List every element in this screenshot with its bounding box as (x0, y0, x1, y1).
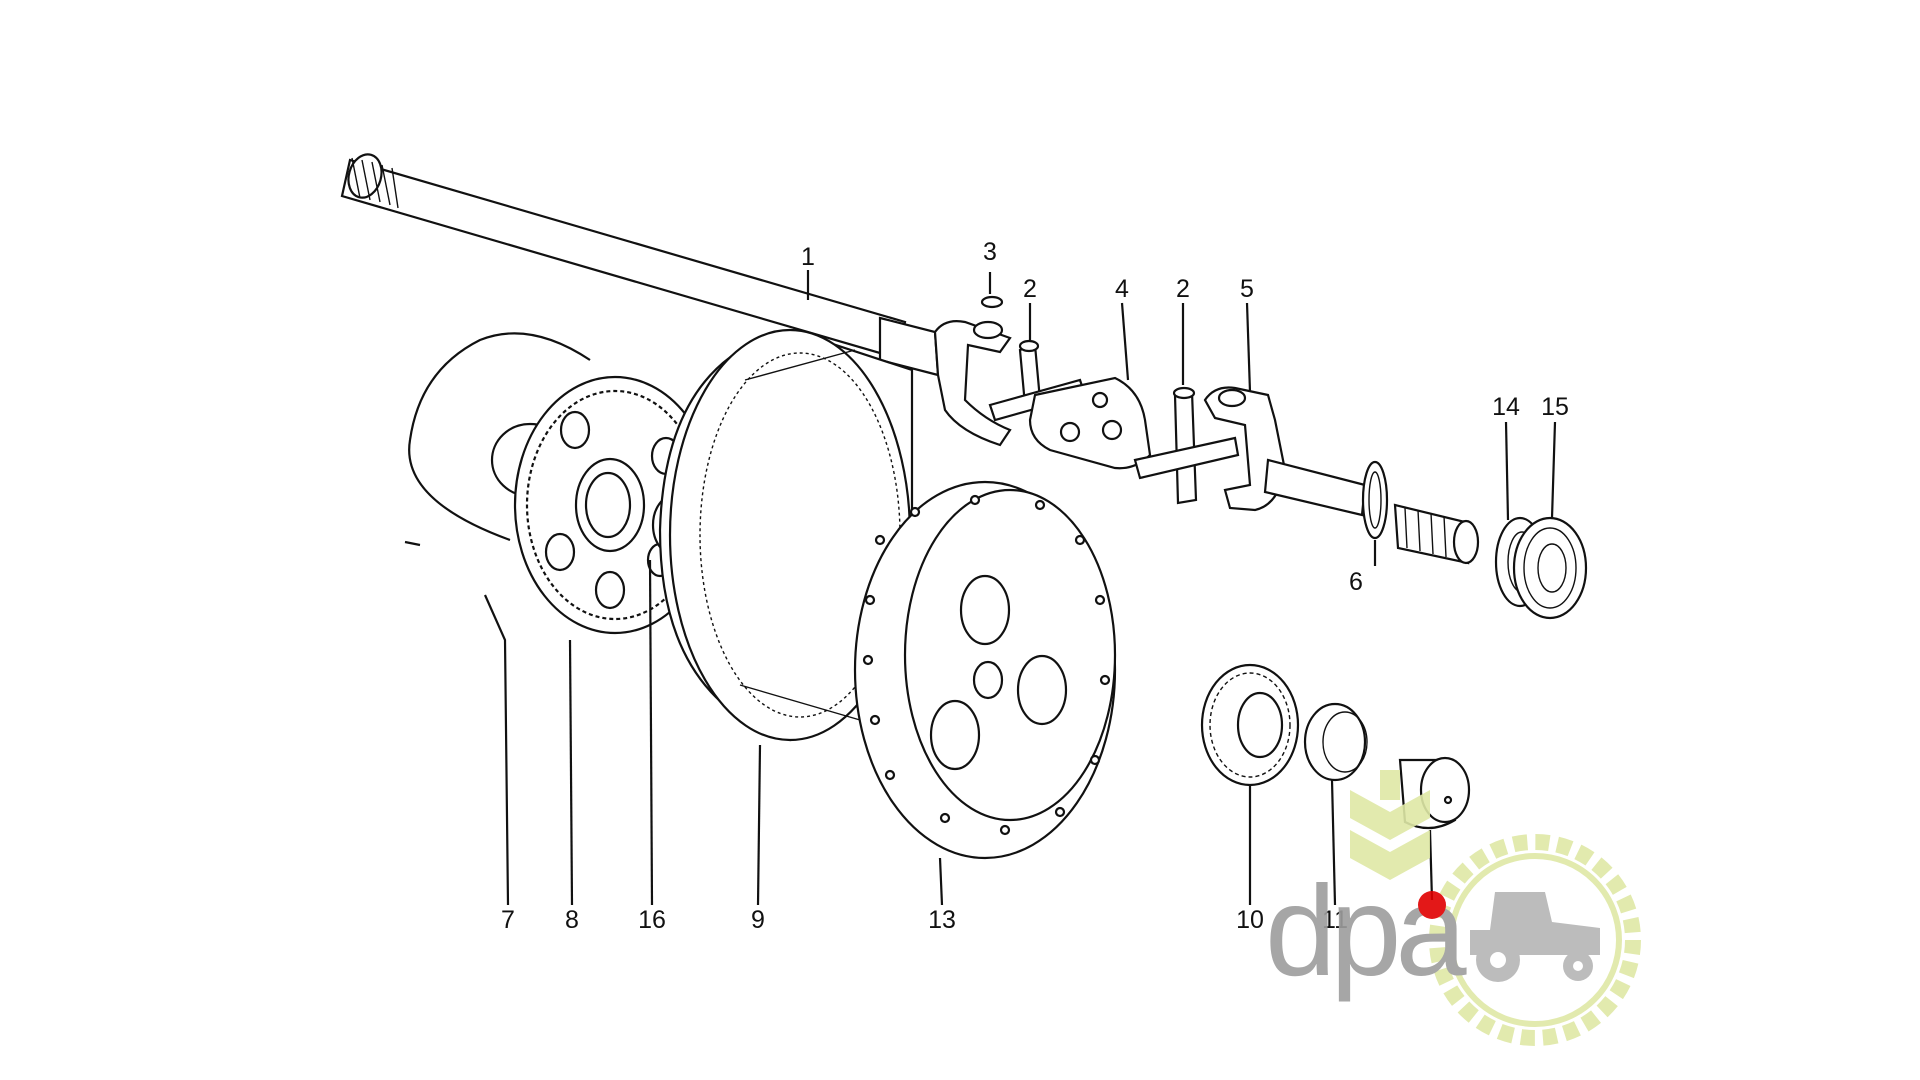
axle-shaft (340, 153, 940, 377)
callout-15: 15 (1541, 393, 1569, 421)
callout-2a: 2 (1023, 275, 1037, 303)
planet-gear (1200, 663, 1300, 787)
chevron-icon (1350, 770, 1430, 880)
callout-9: 9 (751, 906, 765, 934)
callout-labels: 1 2 2 3 4 5 6 7 8 9 10 11 13 14 15 16 (501, 238, 1569, 934)
dpa-logo: dpa (1265, 770, 1641, 1046)
callout-2b: 2 (1176, 275, 1190, 303)
leader-lines (483, 270, 1557, 906)
ring-gear-drum (658, 328, 914, 742)
small-spur-gear (1512, 516, 1588, 620)
callout-11: 11 (1322, 906, 1348, 934)
circlip (404, 332, 591, 547)
callout-10: 10 (1236, 906, 1264, 934)
snap-ring (980, 295, 1004, 309)
callout-6: 6 (1349, 568, 1363, 596)
callout-5: 5 (1240, 275, 1254, 303)
callout-1: 1 (801, 243, 815, 271)
callout-13: 13 (928, 906, 956, 934)
callout-8: 8 (565, 906, 579, 934)
seal-ring (1361, 460, 1389, 540)
callout-7: 7 (501, 906, 515, 934)
callout-4: 4 (1115, 275, 1129, 303)
red-dot-marker (1418, 891, 1446, 919)
universal-joint-assembly (933, 295, 1588, 620)
hub-flange (853, 480, 1117, 860)
callout-3: 3 (983, 238, 997, 266)
needle-bearing (1303, 702, 1368, 782)
gear-tractor-icon (1429, 834, 1641, 1046)
logo-wordmark: dpa (1265, 860, 1467, 1003)
callout-16: 16 (638, 906, 666, 934)
callout-14: 14 (1492, 393, 1520, 421)
